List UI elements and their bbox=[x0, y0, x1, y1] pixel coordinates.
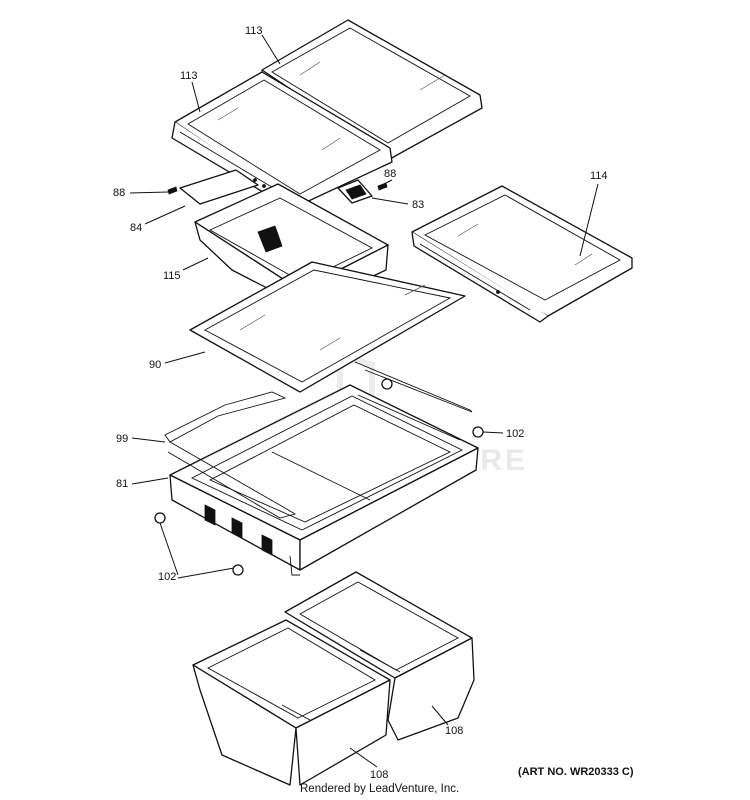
rendered-by-credit: Rendered by LeadVenture, Inc. bbox=[300, 783, 460, 795]
leader-lines bbox=[129, 34, 599, 768]
callout-102-left: 102 bbox=[158, 571, 176, 583]
art-number-label: (ART NO. WR20333 C) bbox=[518, 766, 634, 778]
callout-83: 83 bbox=[412, 199, 424, 211]
callout-113-front: 113 bbox=[180, 70, 198, 82]
part-108-rear-drawer bbox=[284, 571, 475, 741]
part-99-seals bbox=[164, 361, 473, 519]
part-83-bracket bbox=[337, 179, 373, 204]
callout-99: 99 bbox=[116, 433, 128, 445]
callout-88-right: 88 bbox=[384, 168, 396, 180]
callout-114: 114 bbox=[590, 170, 608, 182]
part-81-frame bbox=[169, 384, 479, 576]
callout-labels: 113 113 88 88 83 84 114 115 90 102 99 81… bbox=[113, 25, 608, 781]
callout-115: 115 bbox=[163, 270, 181, 282]
part-108-front-drawer bbox=[192, 619, 391, 786]
callout-102-right: 102 bbox=[506, 428, 524, 440]
callout-108-right: 108 bbox=[445, 725, 463, 737]
part-88-screws bbox=[167, 182, 388, 195]
part-90-glass-cover bbox=[189, 261, 466, 393]
callout-108-front: 108 bbox=[370, 769, 388, 781]
callout-81: 81 bbox=[116, 478, 128, 490]
callout-88-left: 88 bbox=[113, 187, 125, 199]
callout-90: 90 bbox=[149, 359, 161, 371]
part-114-shelf bbox=[411, 185, 633, 323]
callout-84: 84 bbox=[130, 222, 142, 234]
callout-113-rear: 113 bbox=[245, 25, 263, 37]
part-113-front-shelf bbox=[171, 71, 393, 209]
